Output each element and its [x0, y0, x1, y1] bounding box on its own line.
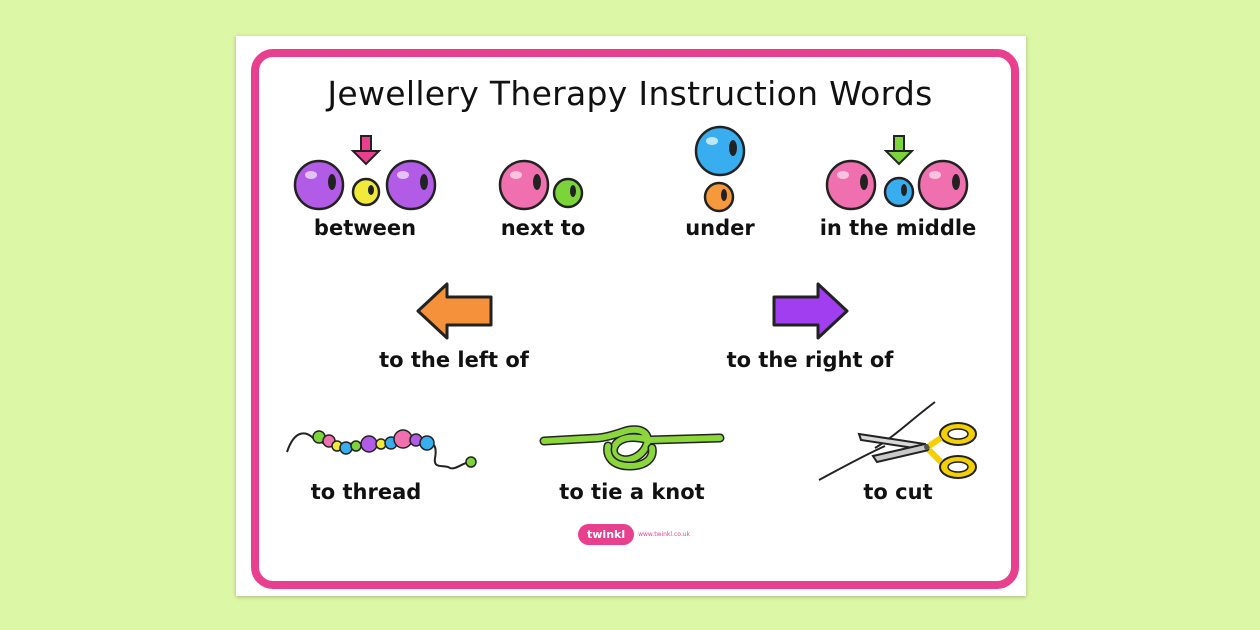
orange-left-arrow-icon	[416, 282, 493, 340]
pink-border-frame	[251, 49, 1019, 589]
twinkl-logo: twinkl www.twinkl.co.uk	[578, 522, 690, 546]
under-beads-icon	[694, 125, 746, 213]
between-beads-icon	[293, 135, 437, 211]
logo-badge: twinkl	[578, 523, 635, 545]
label-between: between	[313, 216, 417, 240]
label-to-tie-a-knot: to tie a knot	[559, 480, 705, 504]
logo-url: www.twinkl.co.uk	[638, 530, 691, 538]
green-down-arrow-icon	[883, 135, 915, 166]
label-to-the-right-of: to the right of	[726, 348, 894, 372]
knot-icon	[539, 425, 725, 471]
label-to-the-left-of: to the left of	[379, 348, 529, 372]
label-to-cut: to cut	[863, 480, 933, 504]
label-to-thread: to thread	[310, 480, 422, 504]
bead-string-icon	[286, 429, 477, 470]
label-next-to: next to	[500, 216, 586, 240]
in-the-middle-beads-icon	[825, 135, 969, 211]
pink-down-arrow-icon	[350, 135, 382, 166]
next-to-beads-icon	[498, 159, 584, 211]
scissors-icon	[818, 401, 977, 481]
page-title: Jewellery Therapy Instruction Words	[327, 74, 933, 113]
label-under: under	[685, 216, 755, 240]
label-in-the-middle: in the middle	[819, 216, 977, 240]
purple-right-arrow-icon	[772, 282, 849, 340]
